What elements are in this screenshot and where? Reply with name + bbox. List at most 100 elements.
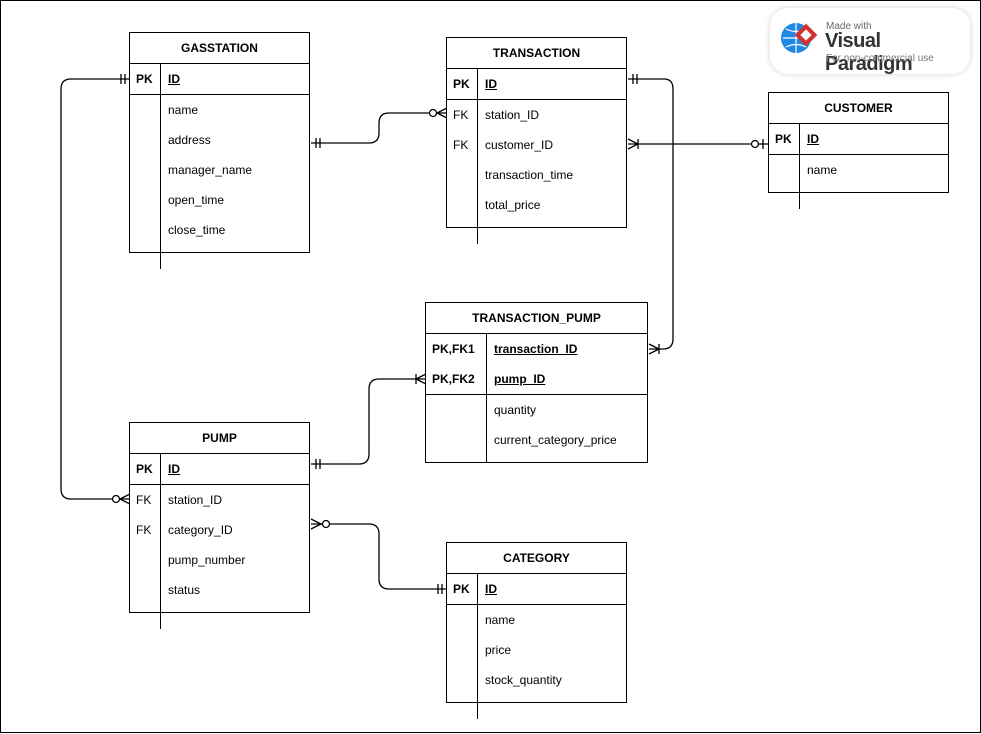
attribute-row: price (447, 635, 626, 665)
transaction-end-many2-foot-bottom (627, 143, 639, 150)
attribute-field: transaction_time (485, 168, 574, 182)
transaction-pump-end-many-foot-top (648, 343, 660, 350)
pk-row: PK ID (130, 454, 309, 484)
pump-end-many2-foot-bottom (310, 523, 322, 530)
key-label (130, 155, 161, 185)
attribute-field: stock_quantity (485, 673, 562, 687)
entity-pump[interactable]: PUMP PK ID FK station_ID FK category_ID pu… (129, 422, 310, 629)
attribute-spacer (130, 605, 309, 629)
key-label-empty (447, 220, 478, 244)
customer-end-zero-circle (750, 139, 760, 149)
key-label-empty (769, 185, 800, 209)
pk-field: ID (168, 462, 180, 476)
attribute-field: name (807, 163, 838, 177)
transaction-pump-end-many-foot-bottom (648, 348, 660, 355)
attribute-spacer (769, 185, 948, 209)
attribute-row: status (130, 575, 309, 605)
attribute-section: name address manager_name open_time clos… (130, 95, 309, 269)
rel-pump-transaction-pump (311, 378, 426, 465)
attribute-field: name (485, 613, 516, 627)
key-label (130, 545, 161, 575)
attribute-field: manager_name (168, 163, 253, 177)
attribute-spacer (426, 455, 647, 463)
key-label (130, 215, 161, 245)
attribute-section: quantity current_category_price (426, 395, 647, 463)
attribute-spacer (130, 245, 309, 269)
attribute-field: category_ID (168, 523, 233, 537)
key-label: FK (447, 130, 478, 160)
visual-paradigm-watermark: Made with Visual Paradigm For non-commer… (770, 8, 970, 75)
pk-row: PK ID (447, 574, 626, 604)
attribute-row: name (769, 155, 948, 185)
key-label (130, 575, 161, 605)
attribute-row: address (130, 125, 309, 155)
pk-row: PK,FK2 pump_ID (426, 364, 647, 394)
visual-paradigm-logo-icon (781, 23, 818, 53)
attribute-field: current_category_price (494, 433, 617, 447)
key-label-empty (447, 695, 478, 719)
attribute-field: address (168, 133, 211, 147)
key-label-empty (130, 245, 161, 269)
attribute-row: close_time (130, 215, 309, 245)
key-label (447, 190, 478, 220)
attribute-row: manager_name (130, 155, 309, 185)
attribute-section: name (769, 155, 948, 209)
primary-key-section: PK ID (769, 124, 948, 155)
attribute-field: pump_number (168, 553, 246, 567)
attribute-row: total_price (447, 190, 626, 220)
attribute-spacer (447, 695, 626, 719)
key-label (447, 665, 478, 695)
attribute-row: stock_quantity (447, 665, 626, 695)
key-label: PK,FK2 (426, 364, 487, 394)
primary-key-section: PK ID (447, 69, 626, 100)
key-label-empty (130, 605, 161, 629)
attribute-row: pump_number (130, 545, 309, 575)
key-label: PK (130, 64, 161, 94)
attribute-field: quantity (494, 403, 537, 417)
entity-transaction-pump[interactable]: TRANSACTION_PUMP PK,FK1 transaction_ID P… (425, 302, 648, 463)
pk-row: PK,FK1 transaction_ID (426, 334, 647, 364)
attribute-spacer (447, 220, 626, 244)
key-label (769, 155, 800, 185)
attribute-row: transaction_time (447, 160, 626, 190)
attribute-field: station_ID (168, 493, 223, 507)
pk-row: PK ID (447, 69, 626, 99)
attribute-row: quantity (426, 395, 647, 425)
pump-end-many2-foot-top (310, 518, 322, 525)
entity-customer[interactable]: CUSTOMER PK ID name (768, 92, 949, 209)
key-label (130, 125, 161, 155)
primary-key-section: PK ID (130, 454, 309, 485)
attribute-field: close_time (168, 223, 226, 237)
entity-title: CATEGORY (447, 543, 626, 574)
pk-field: ID (807, 132, 819, 146)
attribute-row: current_category_price (426, 425, 647, 455)
attribute-section: FK station_ID FK category_ID pump_number s… (130, 485, 309, 629)
key-label: PK (769, 124, 800, 154)
entity-gasstation[interactable]: GASSTATION PK ID name address manager_na… (129, 32, 310, 269)
rel-gasstation-transaction (311, 112, 447, 144)
attribute-field: open_time (168, 193, 225, 207)
entity-title: PUMP (130, 423, 309, 454)
transaction-end-zero-circle (428, 108, 438, 118)
entity-title: CUSTOMER (769, 93, 948, 124)
key-label: PK (130, 454, 161, 484)
key-label: FK (130, 515, 161, 545)
pk-row: PK ID (130, 64, 309, 94)
attribute-row: FK category_ID (130, 515, 309, 545)
entity-title: TRANSACTION_PUMP (426, 303, 647, 334)
key-label (130, 185, 161, 215)
primary-key-section: PK,FK1 transaction_ID PK,FK2 pump_ID (426, 334, 647, 395)
watermark-subtitle: For non-commercial use (826, 53, 934, 64)
attribute-field: price (485, 643, 512, 657)
key-label: PK,FK1 (426, 334, 487, 364)
key-label: PK (447, 574, 478, 604)
primary-key-section: PK ID (447, 574, 626, 605)
pk-field: transaction_ID (494, 342, 578, 356)
entity-category[interactable]: CATEGORY PK ID name price stock_quantity (446, 542, 627, 719)
transaction-end-many2-foot-top (627, 138, 639, 145)
entity-title: GASSTATION (130, 33, 309, 64)
key-label-empty (426, 455, 487, 463)
